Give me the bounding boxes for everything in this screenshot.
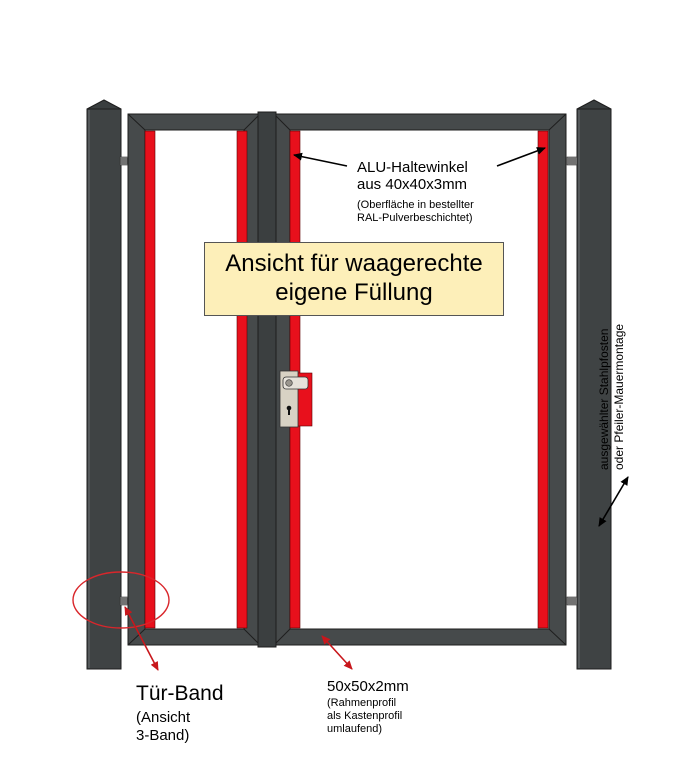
alu-arrow-left [293,152,348,167]
post-label-line1: ausgewählter Stahlpfosten [597,328,611,470]
door-lock [279,370,313,428]
right-leaf-frame [273,113,567,646]
alu-arrow-right [496,147,546,167]
filling-note-line2: eigene Füllung [275,279,433,306]
alu-angles [144,130,549,629]
right-post [576,99,612,670]
frame-label-title: 50x50x2mm [327,678,409,695]
alu-label-title: ALU-Haltewinkel aus 40x40x3mm [357,159,468,194]
alu-label-line2: aus 40x40x3mm [357,176,468,194]
frame-label-line2: (Rahmenprofil [327,697,397,709]
center-stop-strip [257,111,277,648]
hinge-arrow [124,606,159,671]
hinge-bolts [119,156,578,606]
hinge-label-line3: 3-Band) [136,727,190,744]
hinge-label-note: (Ansicht 3-Band) [136,709,190,745]
alu-label-line1: ALU-Haltewinkel [357,159,468,176]
post-arrow [598,476,629,527]
hinge-highlight-ring [72,571,170,629]
alu-label-line3: (Oberfläche in bestellter [357,199,474,211]
frame-label-line4: umlaufend) [327,723,383,736]
left-post [86,99,122,670]
filling-note-line1: Ansicht für waagerechte [225,250,483,278]
hinge-label-title: Tür-Band [136,682,224,705]
hinge-label-line2: (Ansicht [136,709,191,726]
filling-note-box: Ansicht für waagerechte eigene Füllung [204,242,504,316]
post-label: ausgewählter Stahlpfosten oder Pfeiler-M… [597,324,627,470]
alu-label-line4: RAL-Pulverbeschichtet) [357,212,473,225]
post-label-line2: oder Pfeiler-Mauermontage [612,323,626,470]
alu-label-note: (Oberfläche in bestellter RAL-Pulverbesc… [357,199,474,225]
frame-label-note: (Rahmenprofil als Kastenprofil umlaufend… [327,697,402,737]
frame-arrow [321,635,353,670]
frame-label-line3: als Kastenprofil [327,710,403,723]
